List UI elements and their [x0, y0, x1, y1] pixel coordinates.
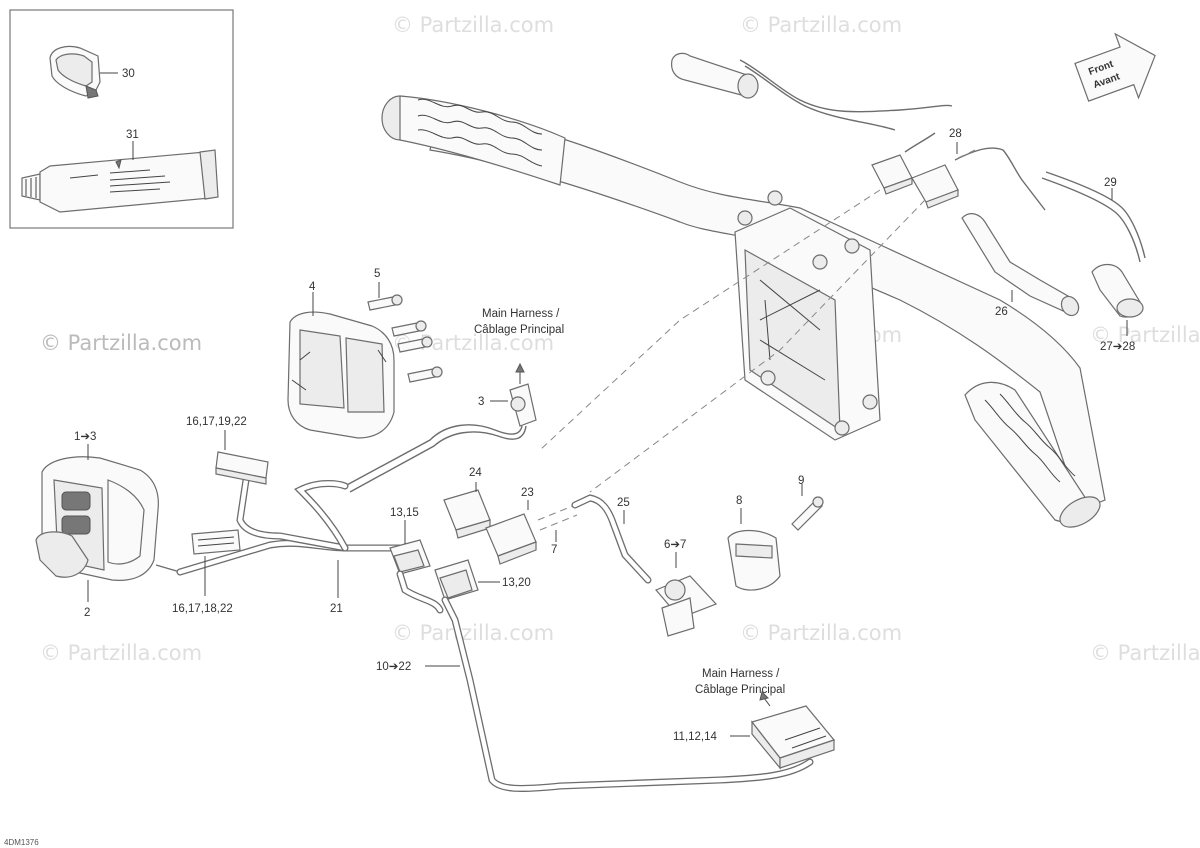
handlebar-riser: [734, 190, 881, 441]
callout-31: 31: [126, 129, 139, 141]
callout-7: 7: [551, 544, 557, 556]
watermark: © Partzilla.com: [40, 331, 202, 355]
part-6-7-sensor: [655, 552, 718, 637]
part-5-screws: [367, 282, 443, 383]
part-29-cable: [1041, 171, 1146, 263]
part-13-15-connector: [389, 520, 444, 614]
callout-28: 28: [949, 128, 962, 140]
part-27-28-sleeve: [1091, 263, 1144, 336]
part-26-hose: [961, 213, 1080, 317]
part-25-harness: [571, 494, 652, 584]
accessory-inset: [9, 9, 234, 229]
watermark: © Partzilla.com: [740, 621, 902, 645]
front-direction-arrow: Front Avant: [1074, 32, 1156, 102]
callout-4: 4: [309, 281, 316, 293]
callout-2: 2: [84, 607, 90, 619]
callout-25: 25: [617, 497, 630, 509]
part-24-connector: [443, 482, 491, 539]
callout-10-22: 10➔22: [376, 661, 411, 673]
part-8-grommet: [727, 508, 781, 591]
figure-code: 4DM1376: [4, 838, 39, 847]
watermark: © Partzilla.com: [392, 13, 554, 37]
part-16-19-connector-top: [215, 430, 269, 485]
part-3-sensor: [344, 362, 537, 493]
callout-16-17-18-22: 16,17,18,22: [172, 603, 233, 615]
throttle-cable: [670, 52, 953, 131]
part-28-connectors: [539, 132, 1046, 493]
main-harness-note-1-line1: Main Harness /: [482, 308, 560, 320]
part-4-switch-housing: [287, 292, 395, 439]
main-harness-note-2-line2: Câblage Principal: [695, 684, 785, 696]
callout-1-3: 1➔3: [74, 431, 96, 443]
part-30-cover: [49, 45, 118, 99]
part-9-pin: [791, 484, 824, 531]
part-7-terminals: [537, 504, 578, 542]
right-grip: [964, 381, 1101, 528]
callout-13-15: 13,15: [390, 507, 419, 519]
callout-labels: 30 31 28 29 26 27➔28 5 4 3 1➔3 16,17,19,…: [74, 68, 1135, 743]
part-31-grease-tube: [21, 141, 219, 213]
part-23-connector: [485, 500, 537, 565]
callout-6-7: 6➔7: [664, 539, 686, 551]
part-16-18-connector-bottom: [191, 529, 241, 596]
callout-13-20: 13,20: [502, 577, 531, 589]
harness-notes: Main Harness / Câblage Principal Main Ha…: [474, 308, 785, 696]
callout-5: 5: [374, 268, 380, 280]
callout-27-28: 27➔28: [1100, 341, 1135, 353]
callout-9: 9: [798, 475, 804, 487]
part-13-20-connector: [434, 559, 500, 601]
callout-11-12-14: 11,12,14: [673, 731, 718, 743]
callout-24: 24: [469, 467, 482, 479]
part-21-harness: [176, 476, 404, 598]
callout-23: 23: [521, 487, 534, 499]
watermark: © Partzilla.com: [740, 13, 902, 37]
watermark: © Partzilla.com: [1090, 641, 1200, 665]
callout-3: 3: [478, 396, 484, 408]
callout-16-17-19-22: 16,17,19,22: [186, 416, 247, 428]
callout-30: 30: [122, 68, 135, 80]
callout-26: 26: [995, 306, 1008, 318]
main-harness-note-1-line2: Câblage Principal: [474, 324, 564, 336]
watermark: © Partzilla.com: [1090, 323, 1200, 347]
part-10-22-harness: [425, 596, 814, 792]
callout-29: 29: [1104, 177, 1117, 189]
handlebar-assembly: [381, 52, 1106, 528]
left-grip: [381, 95, 566, 186]
watermark: © Partzilla.com: [392, 621, 554, 645]
watermark: © Partzilla.com: [40, 641, 202, 665]
callout-8: 8: [736, 495, 742, 507]
part-11-12-14-module: [730, 691, 836, 770]
main-harness-note-2-line1: Main Harness /: [702, 668, 780, 680]
callout-21: 21: [330, 603, 343, 615]
part-1-3-left-switch: [35, 444, 181, 602]
